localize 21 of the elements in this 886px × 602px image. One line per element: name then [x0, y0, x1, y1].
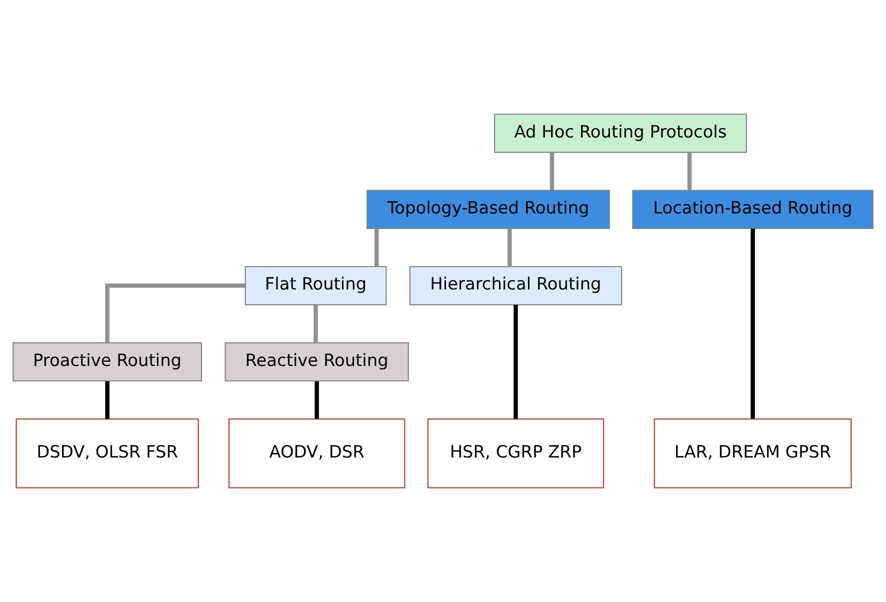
node-box: Reactive Routing [224, 342, 409, 382]
node-box: Location-Based Routing [632, 190, 874, 230]
node-box: Topology-Based Routing [366, 190, 610, 230]
node-box: Flat Routing [244, 266, 387, 306]
node-box: AODV, DSR [228, 418, 406, 488]
connector [374, 228, 379, 266]
node-box: Ad Hoc Routing Protocols [494, 114, 747, 153]
connector [314, 304, 318, 342]
connector [105, 284, 246, 343]
connector [687, 152, 692, 190]
node-box: DSDV, OLSR FSR [16, 418, 199, 488]
connector [550, 152, 554, 190]
node-box: LAR, DREAM GPSR [654, 418, 852, 488]
node-box: Hierarchical Routing [409, 266, 622, 306]
connector [750, 228, 755, 419]
connector [514, 304, 518, 419]
connector [314, 381, 319, 419]
node-box: HSR, CGRP ZRP [427, 418, 604, 488]
connector [105, 381, 110, 419]
connector [508, 228, 512, 266]
node-box: Proactive Routing [12, 342, 202, 382]
